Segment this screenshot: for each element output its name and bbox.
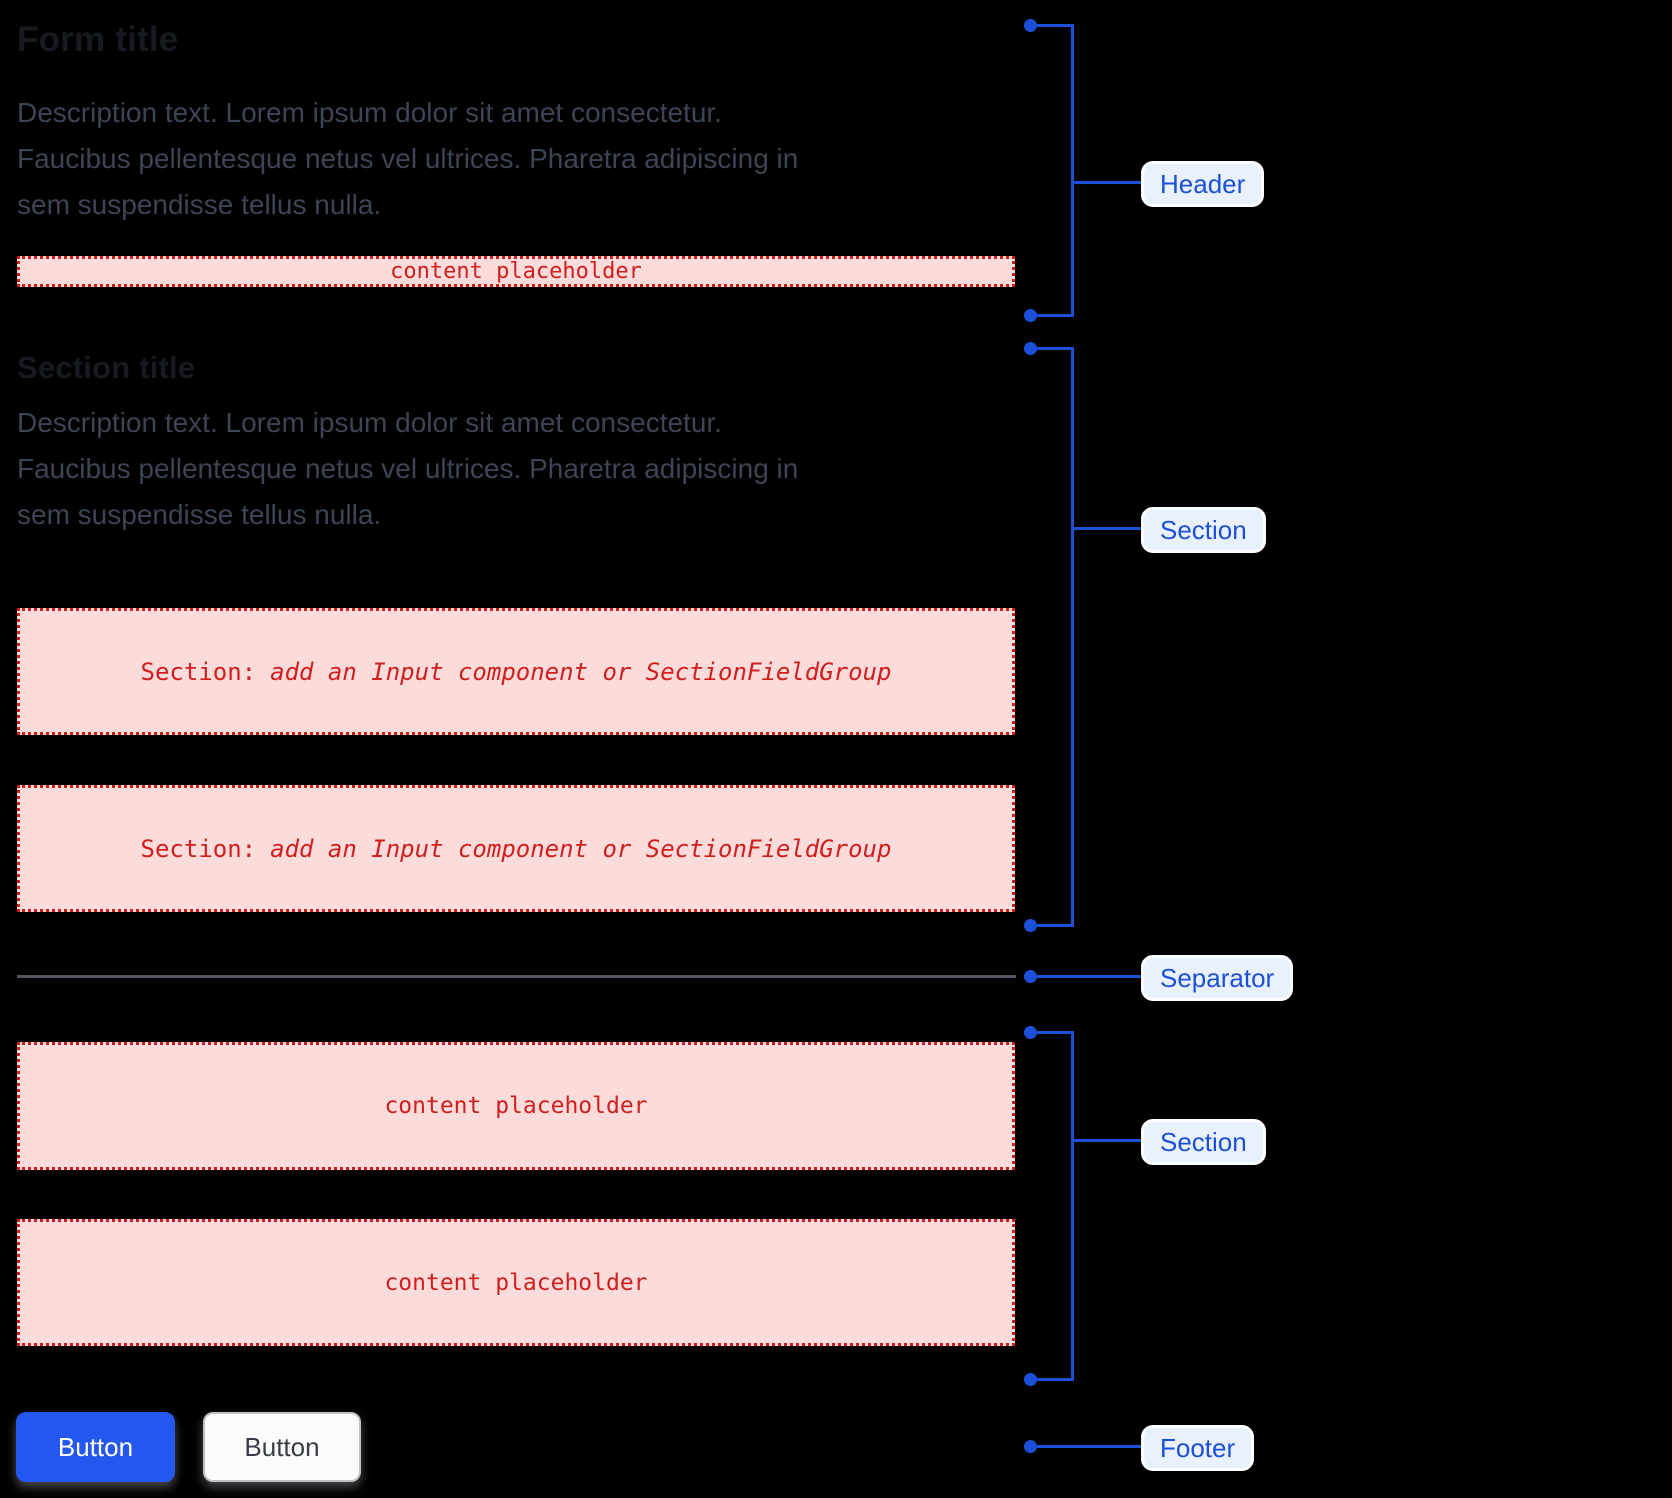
header-bracket-top-stub xyxy=(1030,24,1072,27)
content-placeholder-label-3: content placeholder xyxy=(384,1269,648,1296)
content-placeholder-box-3: content placeholder xyxy=(17,1219,1015,1346)
section-bracket-bottom-dot xyxy=(1024,919,1037,932)
form-title: Form title xyxy=(17,20,179,59)
header-bracket-vertical-line xyxy=(1071,24,1074,317)
header-content-placeholder-box: content placeholder xyxy=(17,256,1015,287)
section-bracket-top-stub xyxy=(1030,347,1072,350)
section-field-group-placeholder-box-2: Section: add an Input component or Secti… xyxy=(17,785,1015,912)
content-placeholder-label-2: content placeholder xyxy=(384,1093,648,1119)
footer-label-connector xyxy=(1030,1445,1141,1448)
section-placeholder-prefix-1: Section: xyxy=(140,657,257,686)
section-bracket-bottom-stub xyxy=(1030,924,1072,927)
form-description: Description text. Lorem ipsum dolor sit … xyxy=(17,97,799,220)
section-bracket-vertical-line xyxy=(1071,347,1074,927)
separator-annotation-label: Separator xyxy=(1141,955,1294,1001)
second-section-label-connector xyxy=(1074,1139,1141,1142)
second-section-bracket-top-stub xyxy=(1030,1031,1072,1034)
secondary-button[interactable]: Button xyxy=(203,1412,361,1482)
second-section-bracket-bottom-stub xyxy=(1030,1378,1072,1381)
header-bracket-bottom-dot xyxy=(1024,309,1037,322)
section-annotation-label: Section xyxy=(1141,507,1266,553)
section-placeholder-text-1: add an Input component or SectionFieldGr… xyxy=(270,657,892,686)
section-placeholder-text-2: add an Input component or SectionFieldGr… xyxy=(270,834,892,863)
second-section-bracket-vertical-line xyxy=(1071,1031,1074,1381)
section-field-group-placeholder-box-1: Section: add an Input component or Secti… xyxy=(17,608,1015,735)
header-content-placeholder-label: content placeholder xyxy=(390,259,642,284)
footer-annotation-label: Footer xyxy=(1141,1425,1255,1471)
header-label-connector xyxy=(1074,181,1141,184)
separator-label-connector xyxy=(1030,975,1141,978)
separator-line xyxy=(17,975,1016,978)
primary-button[interactable]: Button xyxy=(16,1412,175,1482)
second-section-annotation-label: Section xyxy=(1141,1119,1266,1165)
section-description: Description text. Lorem ipsum dolor sit … xyxy=(17,407,799,530)
second-section-bracket-bottom-dot xyxy=(1024,1373,1037,1386)
header-annotation-label: Header xyxy=(1141,161,1265,207)
section-label-connector xyxy=(1074,527,1141,530)
section-placeholder-prefix-2: Section: xyxy=(140,834,257,863)
section-title: Section title xyxy=(17,350,196,385)
header-bracket-bottom-stub xyxy=(1030,314,1072,317)
content-placeholder-box-2: content placeholder xyxy=(17,1042,1015,1170)
